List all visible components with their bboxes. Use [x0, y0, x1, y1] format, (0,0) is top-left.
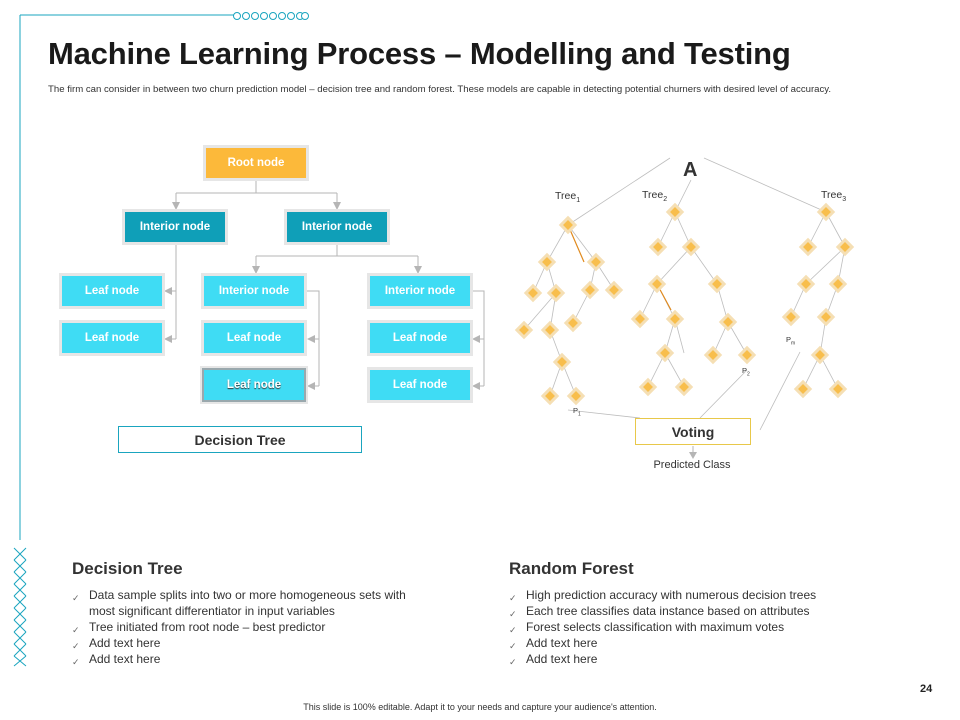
list-item: ✓Tree initiated from root node – best pr… — [72, 619, 432, 635]
decision-tree-heading: Decision Tree — [72, 559, 183, 578]
leaf-node-6: Leaf node — [370, 370, 470, 400]
checkmark-bullet-icon: ✓ — [509, 641, 517, 651]
interior-node-right: Interior node — [287, 212, 387, 242]
leaf-node-3: Leaf node — [204, 323, 304, 353]
tree-3-label: Tree3 — [821, 189, 847, 204]
leaf-node-5: Leaf node — [370, 323, 470, 353]
interior-node-left: Interior node — [125, 212, 225, 242]
forest-input-label: A — [683, 159, 698, 181]
pm-label: Pm — [786, 335, 796, 347]
tree-1-label: Tree1 — [555, 190, 581, 205]
checkmark-bullet-icon: ✓ — [72, 593, 80, 603]
p2-label: P2 — [742, 366, 750, 378]
checkmark-bullet-icon: ✓ — [509, 593, 517, 603]
decision-tree-bullets: ✓Data sample splits into two or more hom… — [72, 587, 432, 667]
decision-tree-label: Decision Tree — [118, 426, 362, 453]
page-number: 24 — [920, 683, 933, 695]
checkmark-bullet-icon: ✓ — [72, 657, 80, 667]
interior-node-mid: Interior node — [204, 276, 304, 306]
list-item: ✓High prediction accuracy with numerous … — [509, 587, 889, 603]
list-item: ✓Add text here — [72, 635, 432, 651]
p1-label: P1 — [573, 406, 581, 418]
cross-pattern-icon — [13, 547, 27, 667]
list-item: ✓Data sample splits into two or more hom… — [72, 588, 406, 618]
list-item: ✓Each tree classifies data instance base… — [509, 603, 889, 619]
circle-chain-icon — [233, 12, 309, 20]
root-node: Root node — [206, 148, 306, 178]
random-forest-heading: Random Forest — [509, 559, 634, 578]
leaf-node-2: Leaf node — [62, 323, 162, 353]
page-title: Machine Learning Process – Modelling and… — [48, 36, 791, 71]
footer-note: This slide is 100% editable. Adapt it to… — [303, 702, 657, 712]
interior-node-far: Interior node — [370, 276, 470, 306]
random-forest-bullets: ✓High prediction accuracy with numerous … — [509, 587, 889, 667]
list-item: ✓Add text here — [509, 635, 889, 651]
checkmark-bullet-icon: ✓ — [72, 625, 80, 635]
checkmark-bullet-icon: ✓ — [509, 609, 517, 619]
list-item: ✓Add text here — [72, 651, 432, 667]
checkmark-bullet-icon: ✓ — [509, 625, 517, 635]
leaf-node-4-selected: Leaf node — [204, 370, 304, 400]
tree-node-diamond-icons — [514, 202, 855, 406]
list-item: ✓Add text here — [509, 651, 889, 667]
checkmark-bullet-icon: ✓ — [509, 657, 517, 667]
leaf-node-1: Leaf node — [62, 276, 162, 306]
tree-2-label: Tree2 — [642, 189, 668, 204]
voting-box: Voting — [635, 418, 751, 445]
predicted-class-label: Predicted Class — [653, 459, 731, 471]
page-subtitle: The firm can consider in between two chu… — [48, 84, 832, 95]
list-item: ✓Forest selects classification with maxi… — [509, 619, 889, 635]
checkmark-bullet-icon: ✓ — [72, 641, 80, 651]
